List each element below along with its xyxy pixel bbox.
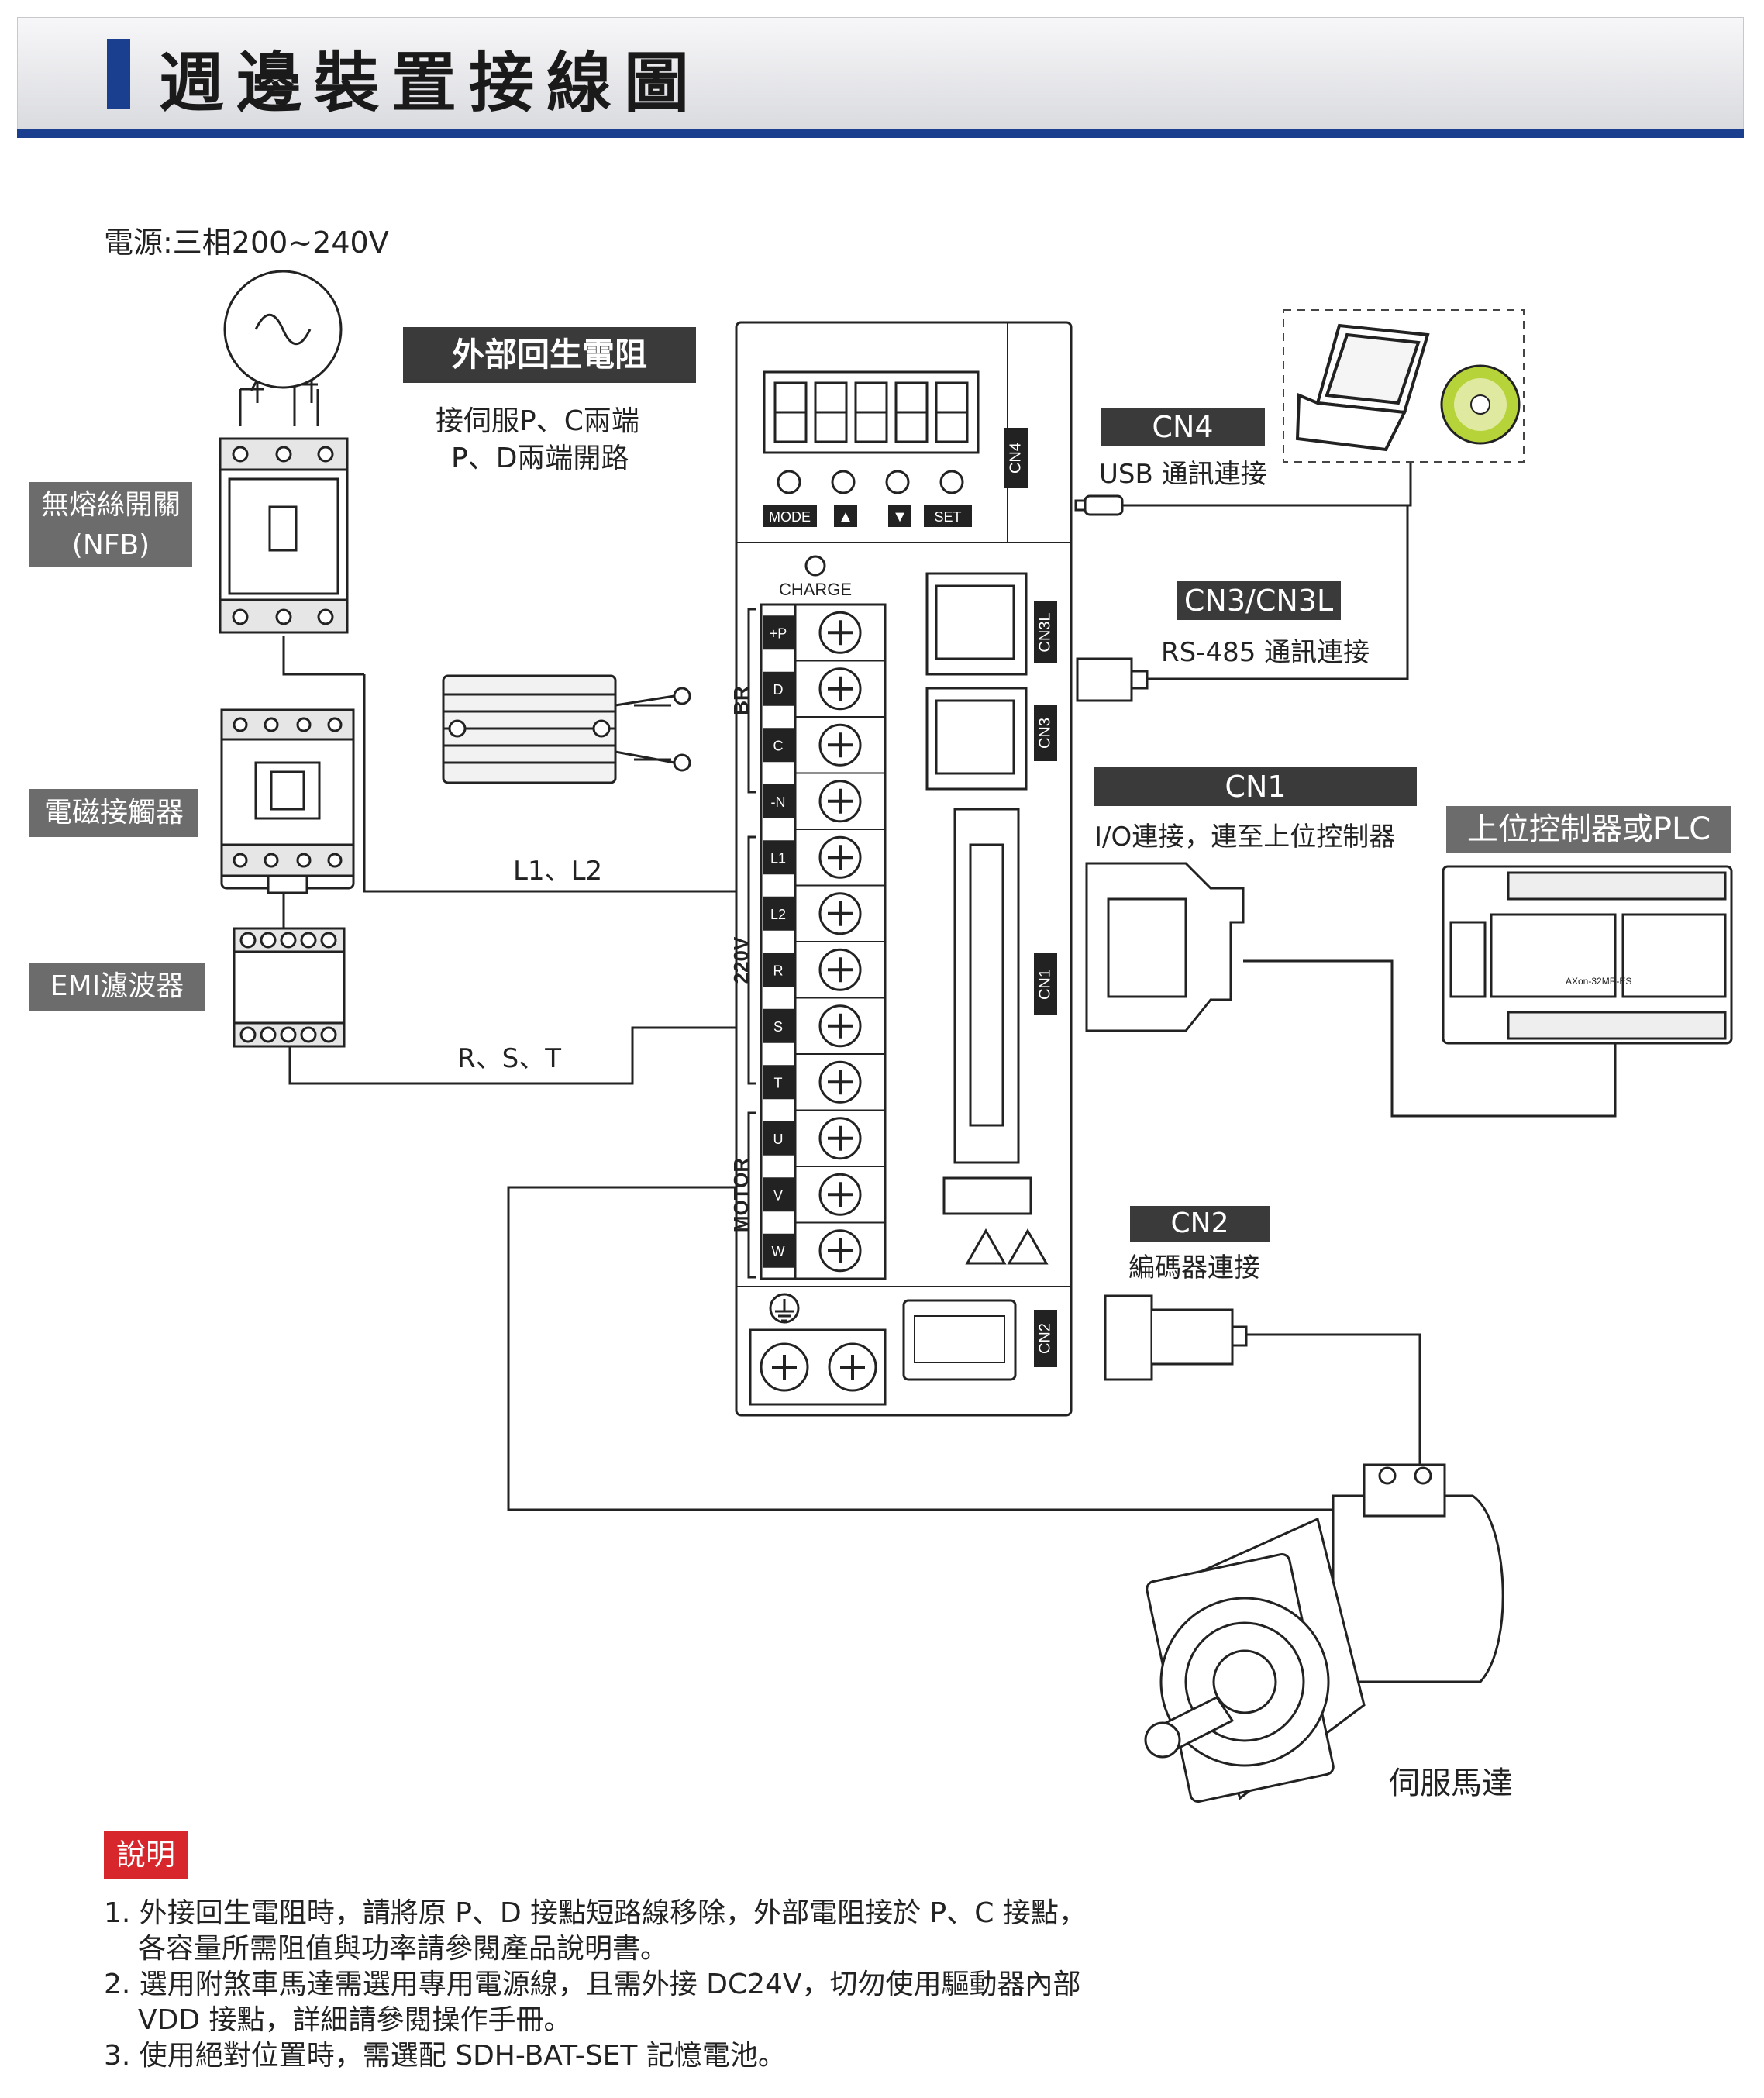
plc-model-text: AXon-32MR-ES	[1566, 976, 1631, 987]
drive-cn2-tag: CN2	[1036, 1323, 1053, 1354]
contactor-label: 電磁接觸器	[29, 789, 198, 837]
terminal-u: U	[763, 1109, 885, 1160]
terminal-label: D	[773, 682, 784, 698]
terminal-s: S	[763, 997, 885, 1048]
note-1-line1: 1. 外接回生電阻時，請將原 P、D 接點短路線移除，外部電阻接於 P、C 接點…	[104, 1897, 1087, 1929]
terminal-label: -N	[771, 794, 786, 810]
servo-motor	[1144, 1463, 1504, 1803]
terminal-label: W	[772, 1244, 785, 1259]
magnetic-contactor	[220, 708, 355, 894]
cn2-title: CN2	[1130, 1206, 1270, 1242]
regen-line1: 接伺服P、C兩端	[436, 405, 639, 437]
terminal-t: T	[763, 1053, 885, 1104]
note-2-line1: 2. 選用附煞車馬達需選用專用電源線，且需外接 DC24V，切勿使用驅動器內部	[104, 1969, 1081, 2000]
terminal-label: L2	[770, 907, 786, 922]
note-item-3: 3. 使用絕對位置時，需選配 SDH-BAT-SET 記憶電池。	[104, 2038, 1266, 2074]
warning-icons	[965, 1228, 1049, 1265]
terminal-v: V	[763, 1166, 885, 1216]
group-220v-label: 220V	[729, 936, 753, 984]
nfb-label-line2: (NFB)	[71, 529, 150, 561]
connector-plugs	[1074, 494, 1248, 1381]
nfb-label-line1: 無熔絲開關	[40, 489, 181, 521]
ac-source-symbol	[223, 270, 343, 389]
terminal-n: -N	[763, 772, 885, 823]
header-underline	[17, 129, 1744, 138]
cn3-title: CN3/CN3L	[1177, 581, 1341, 620]
power-label: 電源:三相200~240V	[104, 226, 389, 260]
note-item-2: 2. 選用附煞車馬達需選用專用電源線，且需外接 DC24V，切勿使用驅動器內部 …	[104, 1967, 1266, 2038]
set-button-label: SET	[934, 509, 961, 525]
header-panel	[17, 17, 1744, 133]
notes-title: 說明	[104, 1831, 188, 1879]
cn4-title: CN4	[1101, 408, 1265, 446]
servo-drive: MODE ▲ ▼ SET CN4 CN3L CN3 CN1 CN2 CHARGE	[729, 321, 1073, 1417]
regen-line2: P、D兩端開路	[451, 443, 629, 474]
drive-cn3-tag: CN3	[1036, 718, 1053, 749]
rj45-plug-icon	[1076, 657, 1133, 702]
page-title: 週邊裝置接線圖	[159, 45, 702, 121]
notes-list: 1. 外接回生電阻時，請將原 P、D 接點短路線移除，外部電阻接於 P、C 接點…	[104, 1896, 1266, 2074]
terminal-l1: L1	[763, 829, 885, 879]
cn3-desc: RS-485 通訊連接	[1161, 637, 1370, 668]
cn4-desc: USB 通訊連接	[1099, 459, 1267, 490]
plc-controller	[1442, 865, 1733, 1045]
terminal-label: S	[773, 1019, 783, 1035]
terminal-c: C	[763, 716, 885, 767]
plc-label: 上位控制器或PLC	[1446, 806, 1731, 853]
terminal-label: C	[773, 738, 784, 753]
cn1-title: CN1	[1094, 767, 1417, 806]
cn2-plug-icon	[1104, 1294, 1153, 1381]
terminal-w: W	[763, 1221, 885, 1273]
charge-label: CHARGE	[779, 580, 852, 599]
keypad-buttons: MODE ▲ ▼ SET	[763, 505, 972, 527]
nfb-breaker	[219, 437, 349, 634]
group-br-label: BR	[729, 686, 753, 715]
wire-label-rst: R、S、T	[457, 1043, 561, 1074]
cn2-desc: 編碼器連接	[1128, 1252, 1260, 1283]
group-motor-label: MOTOR	[729, 1158, 753, 1233]
drive-cn4-tag: CN4	[1007, 443, 1024, 474]
cd-disc-icon	[1440, 364, 1521, 445]
terminal-p: +P	[763, 604, 885, 654]
emi-label: EMI濾波器	[29, 963, 205, 1011]
mode-button-label: MODE	[769, 509, 811, 525]
note-2-line2: VDD 接點，詳細請參閱操作手冊。	[138, 2004, 572, 2036]
hot-surface-warning-icon	[965, 1228, 1007, 1265]
terminal-label: L1	[770, 850, 786, 866]
terminal-label: V	[773, 1187, 783, 1203]
emi-filter	[233, 927, 346, 1048]
terminal-label: R	[773, 963, 784, 978]
down-button-label: ▼	[892, 508, 908, 525]
up-button-label: ▲	[838, 508, 853, 525]
note-3-line1: 3. 使用絕對位置時，需選配 SDH-BAT-SET 記憶電池。	[104, 2040, 786, 2072]
terminal-label: U	[773, 1132, 784, 1147]
cn1-desc: I/O連接，連至上位控制器	[1094, 822, 1396, 853]
terminal-d: D	[763, 660, 885, 711]
header-accent-mark	[107, 39, 130, 109]
usb-plug-icon	[1084, 494, 1124, 516]
drive-cn1-tag: CN1	[1036, 969, 1053, 1000]
laptop-icon	[1295, 323, 1430, 452]
motor-label: 伺服馬達	[1389, 1766, 1513, 1801]
nfb-label: 無熔絲開關 (NFB)	[29, 482, 192, 567]
regen-title: 外部回生電阻	[403, 327, 696, 383]
regen-resistor	[442, 674, 691, 784]
terminal-label: T	[774, 1075, 783, 1090]
terminal-r: R	[763, 941, 885, 991]
terminal-label: +P	[770, 625, 787, 641]
note-item-1: 1. 外接回生電阻時，請將原 P、D 接點短路線移除，外部電阻接於 P、C 接點…	[104, 1896, 1266, 1967]
note-1-line2: 各容量所需阻值與功率請參閱產品說明書。	[138, 1933, 669, 1965]
electric-shock-warning-icon	[1007, 1228, 1049, 1265]
terminal-l2: L2	[763, 884, 885, 935]
drive-cn3l-tag: CN3L	[1036, 612, 1053, 652]
wire-label-l1l2: L1、L2	[513, 856, 603, 887]
